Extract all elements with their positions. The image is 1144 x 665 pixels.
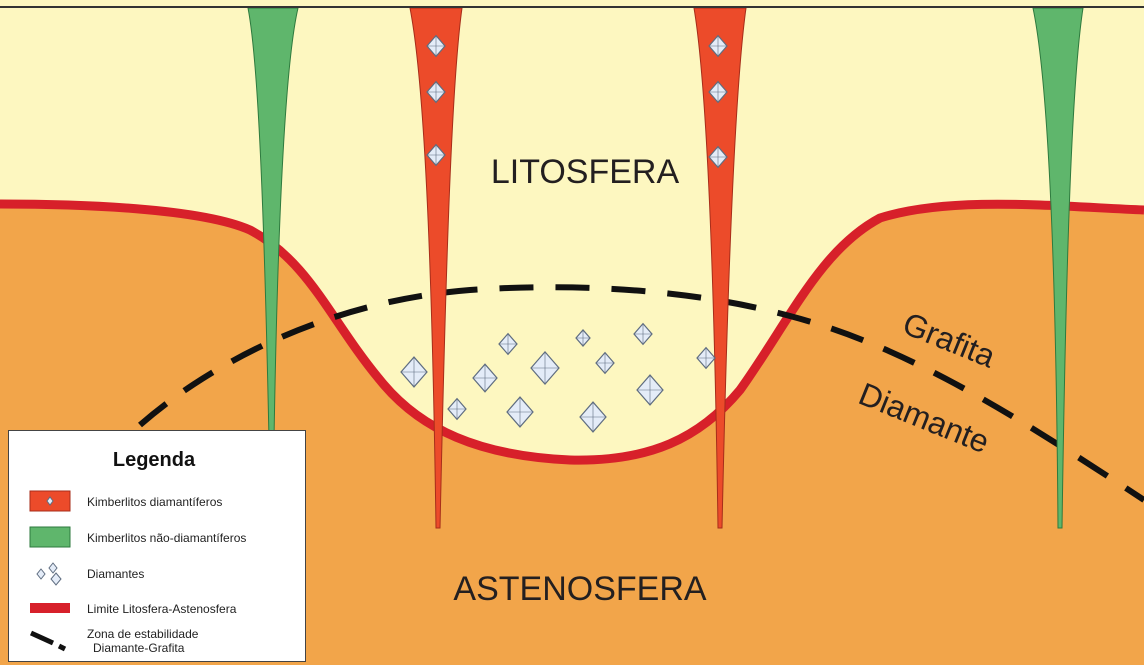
- legend-item-barren-kimberlite: Kimberlitos não-diamantíferos: [9, 525, 305, 559]
- legend-label: Diamantes: [87, 567, 144, 581]
- legend-label: Zona de estabilidade: [87, 627, 198, 641]
- legend-item-boundary: Limite Litosfera-Astenosfera: [9, 597, 305, 631]
- legend-label: Kimberlitos diamantíferos: [87, 495, 222, 509]
- legend-item-diamonds: Diamantes: [9, 561, 305, 595]
- legend-title: Legenda: [9, 449, 299, 472]
- legend-item-diamond-kimberlite: Kimberlitos diamantíferos: [9, 489, 305, 523]
- red-swatch-icon: [29, 489, 73, 513]
- legend-item-stability-zone: Zona de estabilidade Diamante-Grafita: [9, 627, 305, 661]
- red-line-icon: [29, 597, 73, 621]
- green-swatch-icon: [29, 525, 73, 549]
- diamond-icon: [29, 561, 73, 587]
- asthenosphere-label: ASTENOSFERA: [453, 570, 706, 608]
- dashed-line-icon: [29, 627, 73, 657]
- legend: Legenda Kimberlitos diamantíferos Kimber…: [8, 430, 306, 662]
- legend-label-line2: Diamante-Grafita: [93, 641, 184, 655]
- legend-label: Limite Litosfera-Astenosfera: [87, 602, 236, 616]
- legend-label: Kimberlitos não-diamantíferos: [87, 531, 246, 545]
- lithosphere-label: LITOSFERA: [491, 153, 680, 191]
